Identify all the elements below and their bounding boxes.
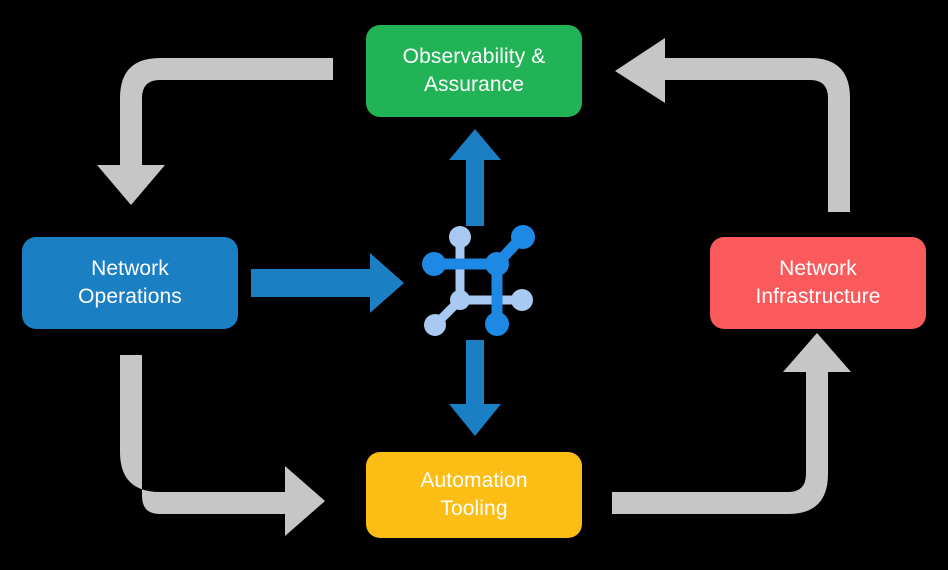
link-hub-to-topright xyxy=(491,232,527,270)
node-automation-tooling[interactable]: Automation Tooling xyxy=(366,452,582,538)
icon-node-right-light xyxy=(511,289,533,311)
gray-arrow-operations-to-automation xyxy=(120,355,325,536)
blue-arrow-operations-to-core xyxy=(251,253,404,313)
link-leftmid-to-bottomleft xyxy=(433,295,465,327)
icon-node-center-light xyxy=(450,290,470,310)
icon-node-topright-dark xyxy=(511,225,535,249)
blue-arrow-core-to-observability xyxy=(449,129,501,226)
icon-node-left-dark xyxy=(422,252,446,276)
icon-node-top-light xyxy=(449,226,471,248)
gray-arrow-observability-to-operations xyxy=(97,58,333,205)
node-network-infrastructure[interactable]: Network Infrastructure xyxy=(710,237,926,329)
icon-node-bottomleft-light xyxy=(424,314,446,336)
gray-arrow-automation-to-infrastructure xyxy=(612,333,851,514)
gray-arrow-infrastructure-to-observability xyxy=(615,38,850,212)
node-network-operations[interactable]: Network Operations xyxy=(22,237,238,329)
icon-node-hub-dark xyxy=(485,252,509,276)
icon-node-bottom-dark xyxy=(485,312,509,336)
node-observability-assurance[interactable]: Observability & Assurance xyxy=(366,25,582,117)
blue-arrow-core-to-automation xyxy=(449,340,501,436)
